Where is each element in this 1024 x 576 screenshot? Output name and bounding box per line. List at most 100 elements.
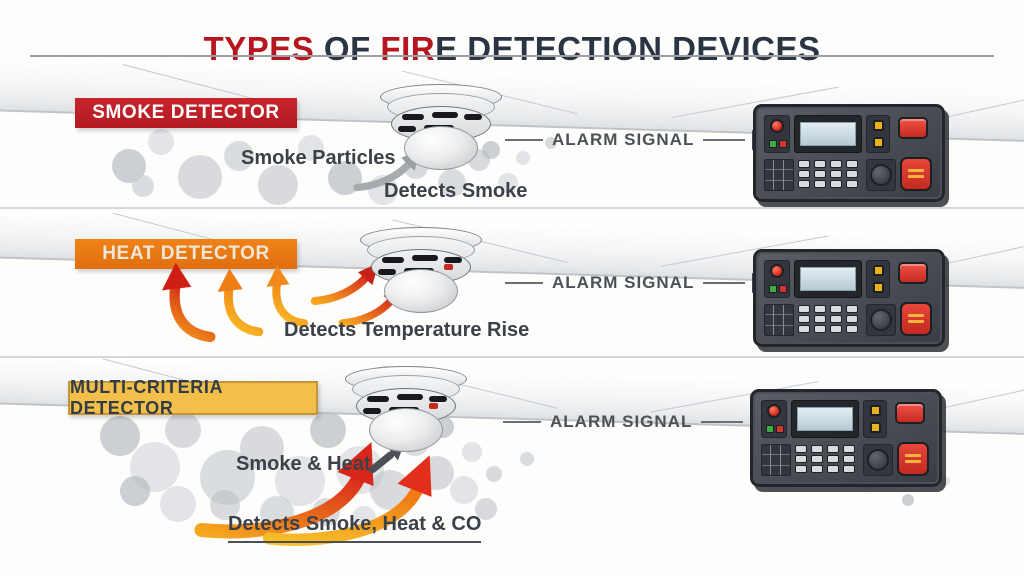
smoke-puff — [450, 476, 478, 504]
panel-red-button — [898, 117, 928, 139]
panel-knob — [870, 309, 892, 331]
panel-indicator-cluster — [866, 115, 890, 153]
panel-indicator-cluster — [863, 400, 887, 438]
row-heat-detector: HEAT DETECTOR — [0, 207, 1024, 358]
panel-keypad — [798, 305, 864, 337]
title-segment: E DETECTION DEVICES — [435, 30, 821, 68]
smoke-puff — [165, 412, 201, 448]
panel-lcd-screen — [800, 267, 856, 291]
panel-knob-zone — [866, 159, 896, 191]
panel-red-button — [898, 262, 928, 284]
panel-knob-zone — [866, 304, 896, 336]
title-segment: TYPES — [203, 30, 315, 68]
panel-small-red-led-icon — [776, 425, 784, 433]
panel-knob-zone — [863, 444, 893, 476]
panel-small-red-led-icon — [779, 285, 787, 293]
badge-multi-criteria-detector: MULTI-CRITERIA DETECTOR — [68, 377, 318, 418]
panel-led-cluster — [764, 115, 790, 153]
connector-line — [703, 139, 746, 141]
smoke-puff — [902, 494, 914, 506]
cause-label: Smoke & Heat — [236, 453, 371, 475]
panel-keypad — [798, 160, 864, 192]
smoke-puff — [298, 135, 324, 161]
row-multi-criteria-detector: MULTI-CRITERIA DETECTOR Smoke & Heat Det… — [0, 356, 1024, 576]
panel-yellow-button — [870, 405, 881, 416]
smoke-detector-device — [378, 84, 502, 178]
smoke-puff — [120, 476, 150, 506]
panel-green-led-icon — [769, 285, 777, 293]
fire-alarm-control-panel — [753, 249, 945, 347]
alarm-signal-connector: ALARM SIGNAL — [505, 272, 771, 294]
title-segment: OF — [314, 30, 381, 68]
smoke-puff — [498, 173, 518, 193]
detector-dome — [369, 408, 443, 452]
panel-alarm-button — [897, 442, 929, 476]
panel-red-button — [895, 402, 925, 424]
smoke-detector-device — [358, 227, 482, 321]
smoke-puff — [516, 151, 530, 165]
connector-line — [505, 139, 543, 141]
heat-arrow-icon — [161, 262, 216, 343]
panel-etched-markings — [761, 444, 791, 476]
panel-red-led-icon — [770, 119, 784, 133]
panel-lcd-frame — [794, 115, 862, 153]
smoke-puff — [132, 175, 154, 197]
panel-green-led-icon — [766, 425, 774, 433]
smoke-puff — [486, 466, 502, 482]
panel-etched-markings — [764, 159, 794, 191]
panel-indicator-cluster — [866, 260, 890, 298]
alarm-signal-connector: ALARM SIGNAL — [505, 129, 771, 151]
smoke-puff — [462, 442, 482, 462]
detector-led-icon — [444, 264, 453, 270]
smoke-puff — [148, 129, 174, 155]
panel-lcd-screen — [797, 407, 853, 431]
title-divider — [30, 55, 994, 57]
panel-red-led-icon — [770, 264, 784, 278]
smoke-detector-device — [343, 366, 467, 460]
panel-yellow-button — [873, 282, 884, 293]
smoke-puff — [520, 452, 534, 466]
alarm-signal-connector: ALARM SIGNAL — [503, 411, 769, 433]
smoke-puff — [210, 490, 240, 520]
title-segment: FIR — [380, 30, 436, 68]
heat-arrow-icon — [217, 268, 264, 337]
panel-lcd-frame — [794, 260, 862, 298]
alarm-signal-label: ALARM SIGNAL — [550, 412, 693, 431]
detector-led-icon — [429, 403, 438, 409]
panel-alarm-button — [900, 157, 932, 191]
panel-lcd-screen — [800, 122, 856, 146]
action-label: Detects Temperature Rise — [284, 319, 530, 341]
badge-smoke-detector: SMOKE DETECTOR — [75, 98, 297, 128]
row-smoke-detector: SMOKE DETECTOR Smoke Particles Detects S… — [0, 57, 1024, 207]
smoke-puff — [160, 486, 196, 522]
badge-heat-detector: HEAT DETECTOR — [75, 239, 297, 269]
action-label: Detects Smoke — [384, 180, 528, 202]
panel-yellow-button — [873, 120, 884, 131]
panel-alarm-button — [900, 302, 932, 336]
action-label: Detects Smoke, Heat & CO — [228, 513, 482, 543]
connector-line — [701, 421, 744, 423]
swoosh-heat-arrow-icon — [194, 442, 374, 539]
smoke-puff — [240, 426, 284, 470]
panel-knob — [870, 164, 892, 186]
panel-yellow-button — [873, 265, 884, 276]
panel-led-cluster — [764, 260, 790, 298]
smoke-puff — [178, 155, 222, 199]
smoke-puff — [482, 141, 500, 159]
alarm-signal-label: ALARM SIGNAL — [552, 273, 695, 292]
heat-arrow-icon — [266, 265, 309, 328]
panel-lcd-frame — [791, 400, 859, 438]
panel-yellow-button — [870, 422, 881, 433]
detector-dome — [404, 126, 478, 170]
page-title: TYPES OF FIRE DETECTION DEVICES — [0, 30, 1024, 68]
panel-knob — [867, 449, 889, 471]
smoke-puff — [224, 141, 254, 171]
panel-yellow-button — [873, 137, 884, 148]
detector-vent-band — [371, 249, 471, 285]
alarm-signal-label: ALARM SIGNAL — [552, 130, 695, 149]
panel-etched-markings — [764, 304, 794, 336]
connector-line — [503, 421, 541, 423]
smoke-puff — [475, 498, 497, 520]
smoke-puff — [545, 137, 557, 149]
